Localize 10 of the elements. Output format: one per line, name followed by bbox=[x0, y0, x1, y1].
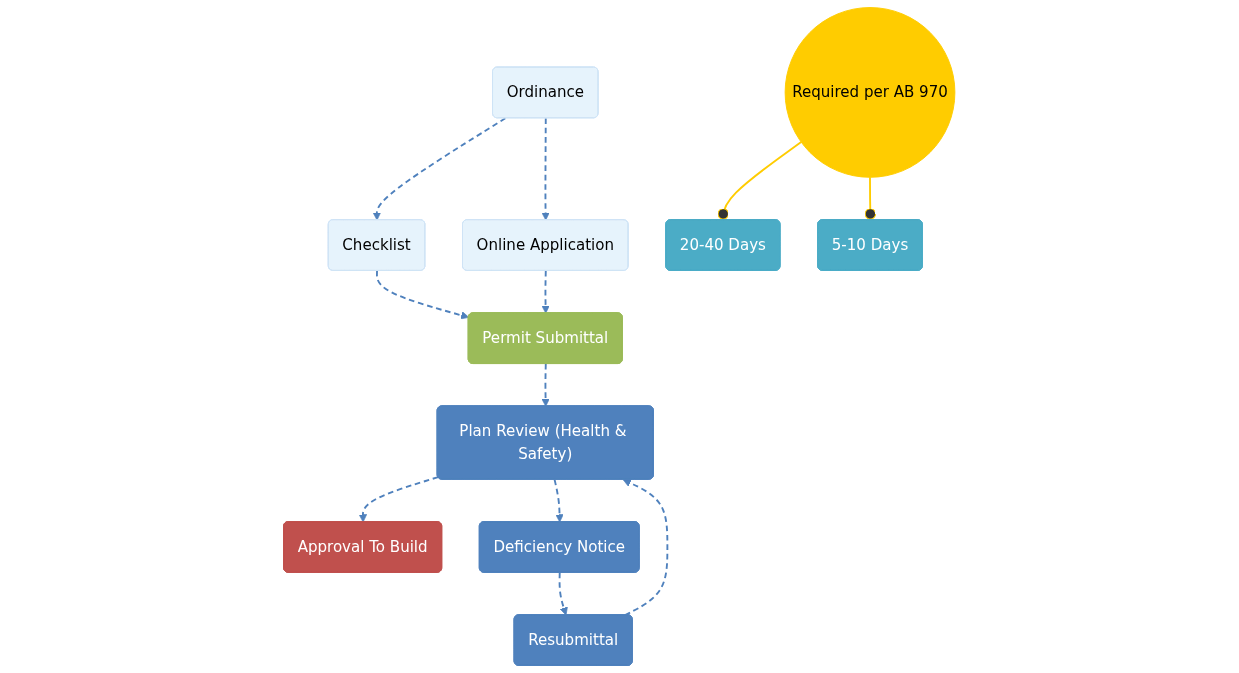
arrow bbox=[359, 476, 440, 523]
arrow bbox=[558, 571, 569, 616]
node-circle: Required per AB 970 bbox=[784, 7, 956, 178]
arrow bbox=[623, 479, 669, 617]
arrow bbox=[541, 363, 550, 407]
arrow bbox=[541, 117, 550, 221]
arrow bbox=[373, 117, 507, 221]
arrow bbox=[376, 269, 470, 320]
arrow bbox=[541, 269, 550, 314]
arrow bbox=[553, 478, 564, 523]
